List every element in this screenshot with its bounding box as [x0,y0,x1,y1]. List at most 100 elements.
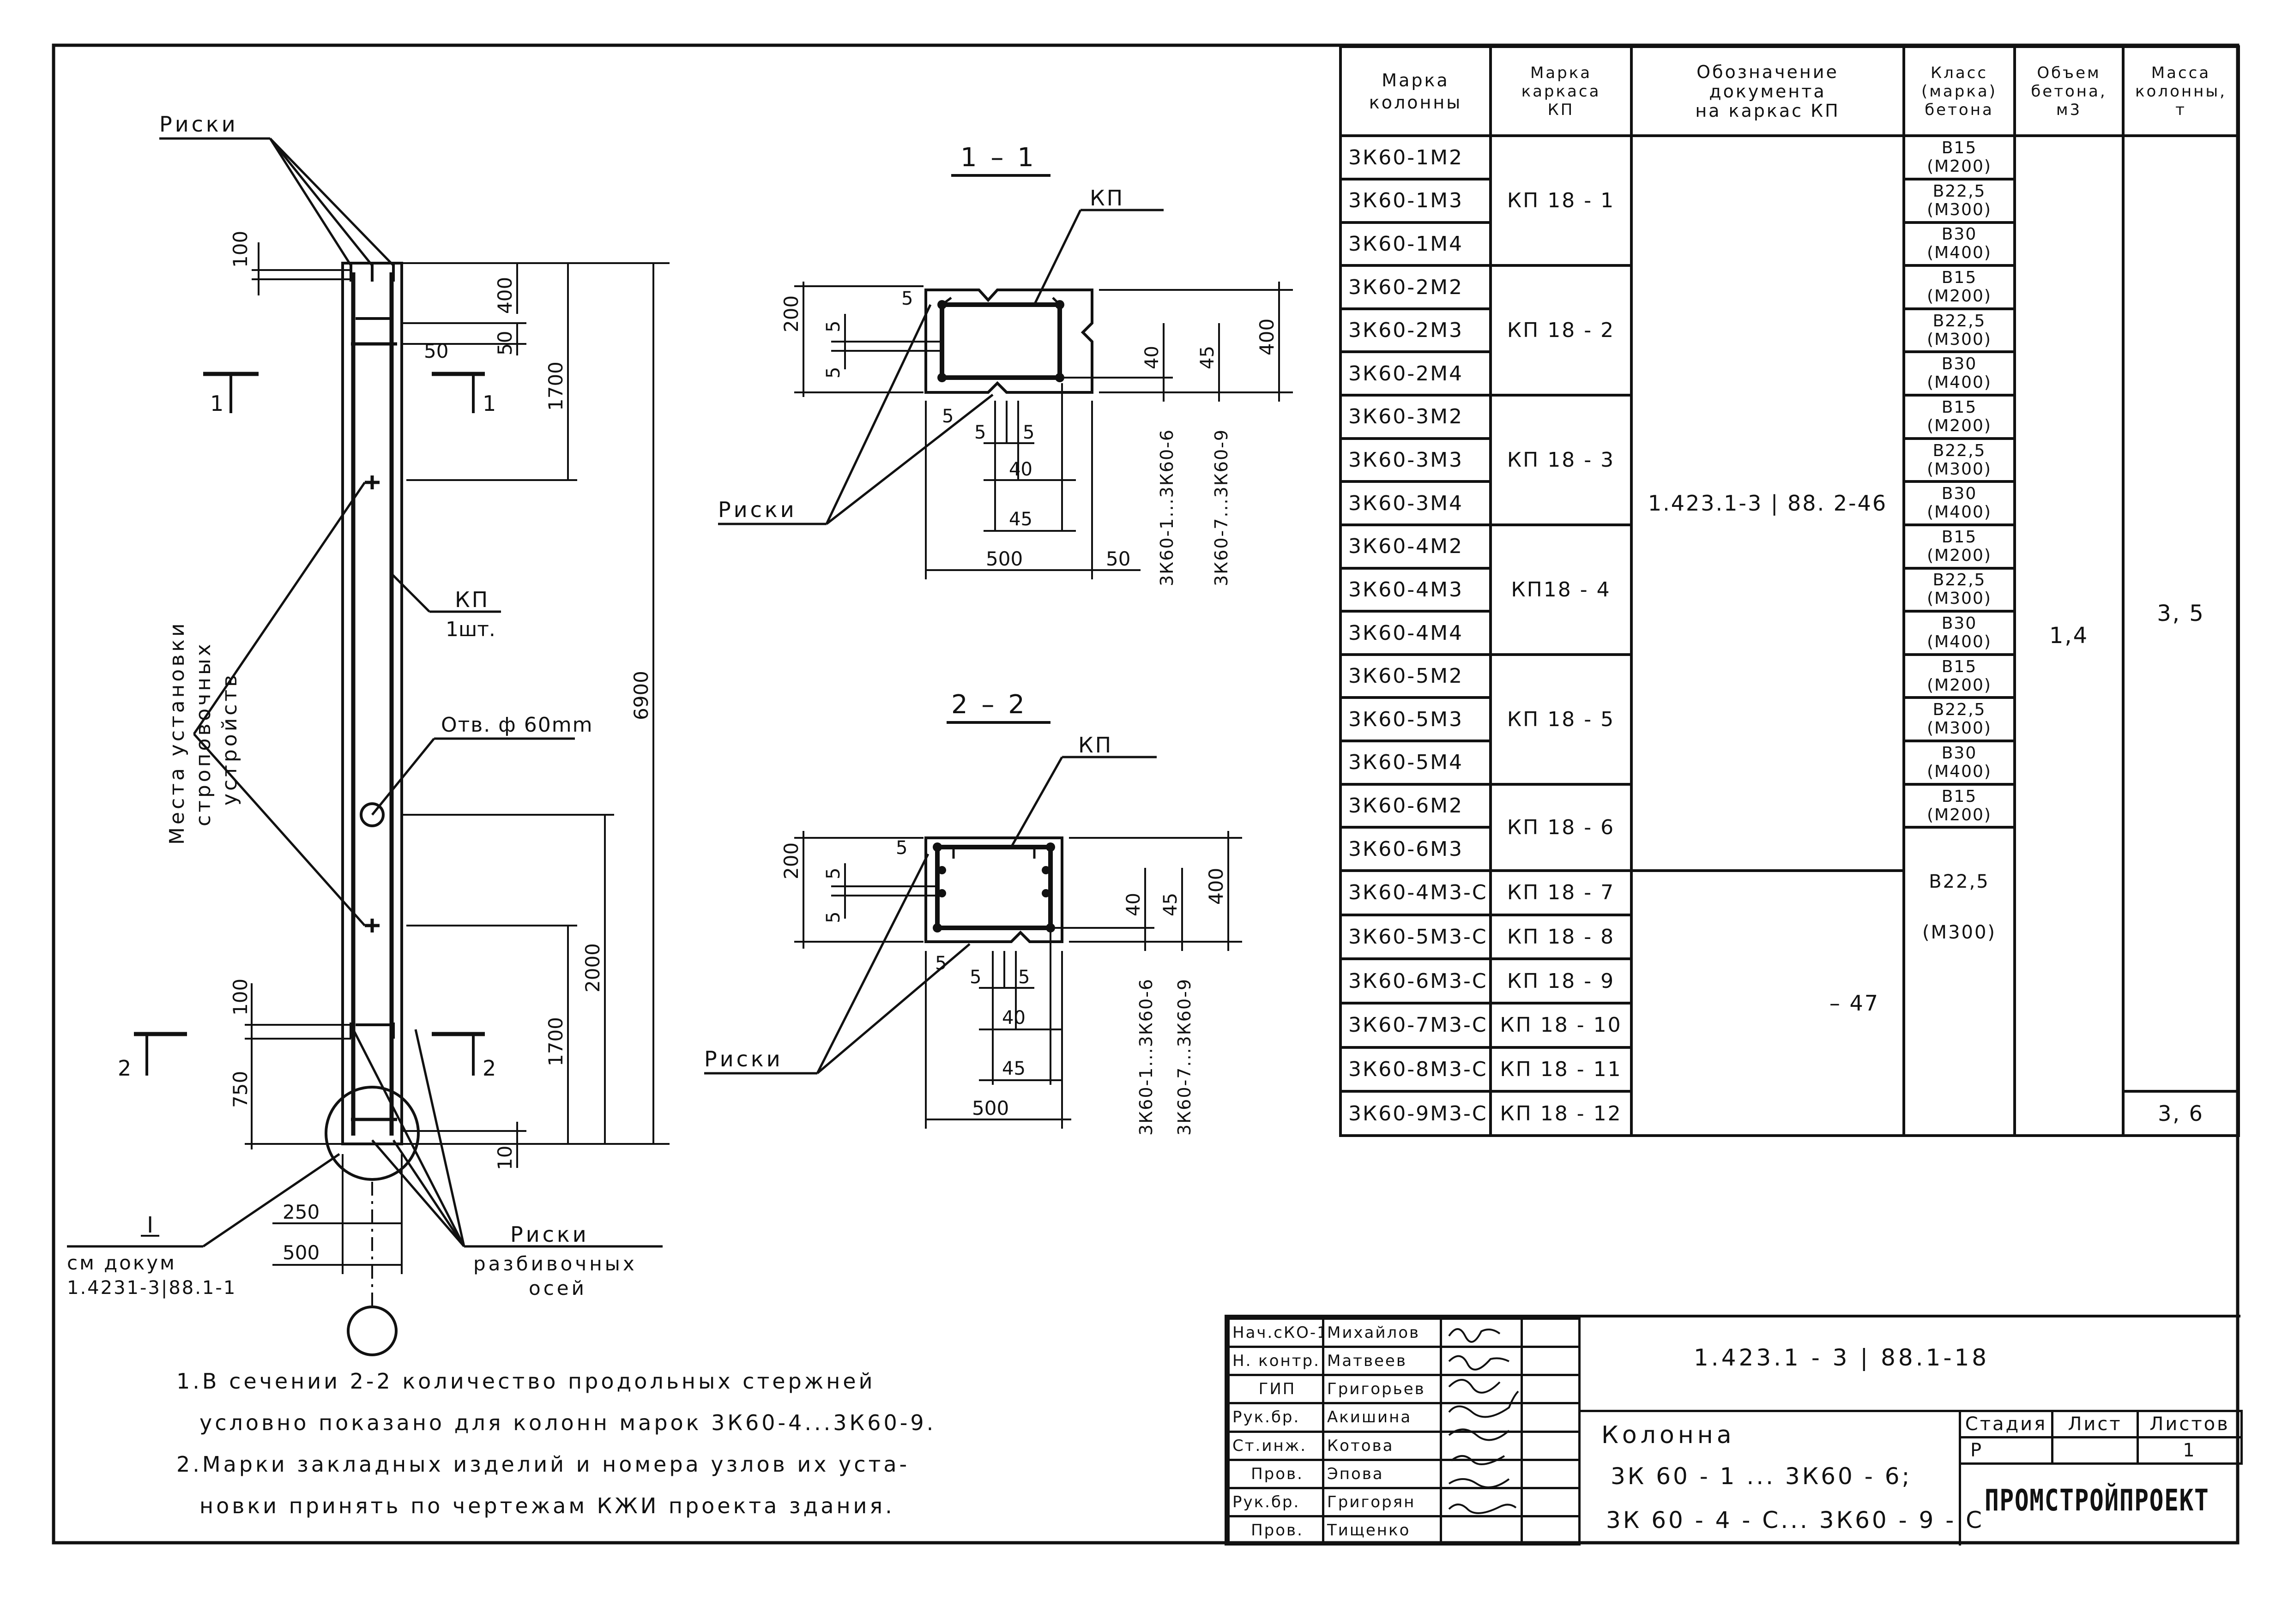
dim-400-top: 400 [494,277,516,314]
concrete-class: В30(М400) [1902,740,2016,786]
section-1-outline [924,289,1093,394]
sheet-value [2051,1436,2139,1465]
lifting-label-3: устройств [218,672,241,806]
dim-2000: 2000 [581,943,604,992]
signature-cell [1440,1430,1523,1461]
lifting-label-2: строповочных [192,641,215,826]
section-mark-1-right: 1 [483,391,496,416]
concrete-volume: 1,4 [2013,134,2125,1137]
name-cell: Григорян [1322,1486,1442,1517]
dim-250: 250 [283,1201,320,1223]
stage-header: Стадия [1959,1410,2053,1438]
concrete-class: В15(М200) [1902,782,2016,829]
cage-mark: КП 18 - 1 [1489,134,1633,267]
section-1-range-b: 3К60-7...3К60-9 [1211,429,1232,586]
table-row: 3К60-5М3 В22,5(М300) [1339,696,2239,743]
section-2-cage-label: КП [1078,733,1113,758]
table-row: 3К60-4М3 В22,5(М300) [1339,566,2239,613]
name-cell: Акишина [1322,1402,1442,1433]
cage-mark: КП 18 - 9 [1489,957,1633,1004]
note-1-line-1: 1.В сечении 2-2 количество продольных ст… [176,1369,875,1394]
node-circle [325,1086,420,1181]
section-2-dim-500: 500 [972,1097,1009,1119]
column-mass-last: 3, 6 [2122,1090,2240,1137]
lifting-hole [360,802,385,827]
column-mark: 3К60-2М4 [1339,350,1492,397]
cage-qty: 1шт. [446,618,495,641]
node-mark: I [147,1212,153,1238]
header-concrete-class: Класс(марка)бетона [1902,45,2016,138]
section-1-range-a: 3К60-1...3К60-6 [1157,429,1177,586]
section-2-dim-45v: 45 [1160,893,1181,916]
section-2-rims-label: Риски [704,1047,783,1071]
column-mark: 3К60-3М4 [1339,480,1492,526]
table-row: 3К60-1М4 В30(М400) [1339,221,2239,267]
dim-1700-top: 1700 [544,361,567,411]
section-1-1: 1 – 1 КП Риски [718,143,1293,586]
section-2-dim-45: 45 [1002,1058,1026,1079]
section-1-dim-5b: 5 [823,367,844,379]
lifting-label-1: Места установки [165,621,189,845]
section-mark-2-right: 2 [483,1056,496,1081]
section-1-cage-label: КП [1090,186,1124,211]
organization-name: ПРОМСТРОЙПРОЕКТ [1985,1484,2209,1518]
section-2-dim-40v: 40 [1123,893,1144,916]
section-2-dim-40: 40 [1002,1007,1026,1029]
table-row: 3К60-1М2 КП 18 - 1 1.423.1-3 | 88. 2-46 … [1339,134,2240,1137]
table-row: 3К60-7М3-С КП 18 - 10 [1339,1001,2239,1049]
date-cell [1521,1346,1581,1377]
dim-10: 10 [494,1146,516,1170]
cage-mark: КП18 - 4 [1489,523,1633,656]
section-1-dim-40: 40 [1009,459,1032,480]
column-mass: 3, 5 [2122,134,2240,1093]
role-cell: ГИП [1227,1374,1324,1405]
date-cell [1521,1458,1581,1489]
dim-1700-bottom: 1700 [544,1017,567,1066]
sheets-header: Листов [2137,1410,2243,1438]
document-designation: 1.423.1-3 | 88. 2-46 [1630,134,1905,872]
section-1-dim-5f: 5 [1023,422,1034,443]
section-2-dim-5c: 5 [896,837,907,859]
cage-mark: КП 18 - 3 [1489,394,1633,526]
section-2-dim-5a: 5 [823,868,844,879]
table-row: 3К60-8М3-С КП 18 - 11 [1339,1046,2239,1093]
rim-label-top: Риски [159,112,238,137]
column-mark: 3К60-4М4 [1339,610,1492,656]
concrete-class: В30(М400) [1902,350,2016,397]
concrete-class: В22,5(М300) [1902,696,2016,743]
concrete-class: В30(М400) [1902,610,2016,656]
table-row: 3К60-5М3-С КП 18 - 8 [1339,913,2239,961]
column-mark: 3К60-2М3 [1339,307,1492,354]
column-mark: 3К60-3М3 [1339,437,1492,483]
date-cell [1521,1430,1581,1461]
cage-mark: КП 18 - 2 [1489,264,1633,397]
drawing-range-1: 3К 60 - 1 ... 3К60 - 6; [1611,1463,1912,1490]
axes-label-2: разбивочных [473,1252,637,1275]
section-2-dim-400: 400 [1205,868,1227,905]
concrete-class: В15(М200) [1902,523,2016,570]
cage-mark: КП 18 - 8 [1489,913,1633,961]
signature-cell [1440,1374,1523,1405]
cage-mark: КП 18 - 6 [1489,782,1633,872]
table-row: 3К60-2М4 В30(М400) [1339,350,2239,397]
section-1-dim-400: 400 [1256,319,1278,355]
section-2-2: 2 – 2 КП Риски [704,690,1242,1136]
role-cell: Нач.сКО-1 [1227,1317,1324,1348]
table-row: 3К60-3М2 КП 18 - 3 В15(М200) [1339,394,2239,526]
section-2-title: 2 – 2 [951,690,1027,720]
role-cell: Ст.инж. [1227,1430,1324,1461]
cage-mark: КП 18 - 11 [1489,1046,1633,1093]
table-row: 3К60-5М4 В30(М400) [1339,740,2239,786]
date-cell [1521,1486,1581,1517]
table-row: 3К60-5М2 КП 18 - 5 В15(М200) [1339,653,2239,786]
date-cell [1521,1402,1581,1433]
date-cell [1521,1374,1581,1405]
dim-500: 500 [283,1241,320,1264]
section-2-dim-5f: 5 [1018,967,1030,988]
role-cell: Рук.бр. [1227,1486,1324,1517]
sheet-header: Лист [2051,1410,2139,1438]
